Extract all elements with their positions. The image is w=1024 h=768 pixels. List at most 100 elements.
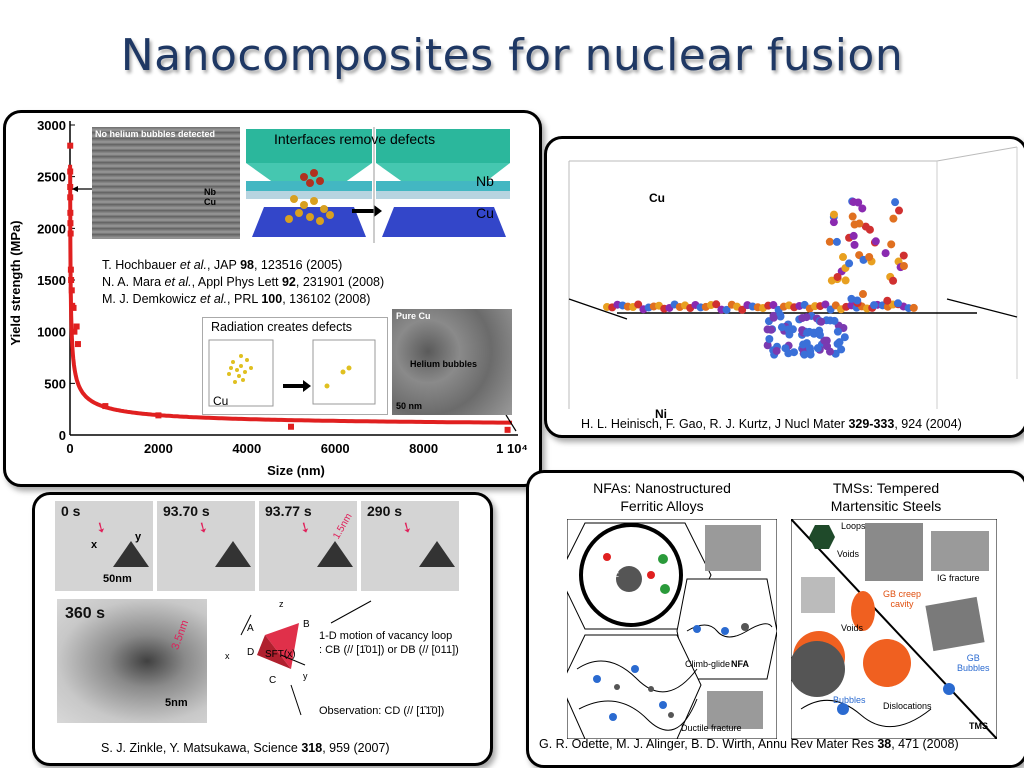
atom (825, 237, 834, 246)
data-point (73, 323, 80, 330)
atom (839, 253, 848, 262)
triangle-defect-icon (215, 541, 251, 567)
atom (800, 350, 809, 359)
frame-time-label: 290 s (367, 503, 403, 519)
motion-text: 1-D motion of vacancy loop : CB (// [1̄0… (319, 630, 459, 656)
atom (790, 348, 799, 357)
md-graphic (246, 127, 510, 243)
tetrahedron-diagram: A B C D z x y SFT(x) (225, 599, 372, 716)
y-axis-label: Yield strength (MPa) (8, 220, 23, 345)
frame-time-label: 93.70 s (163, 503, 210, 519)
pure-cu-tem-image: Pure Cu Helium bubbles 50 nm (392, 309, 512, 415)
vertex-c-label: C (269, 675, 276, 686)
frame-large-label: 360 s (65, 605, 106, 622)
purecu-arrow (505, 414, 517, 432)
tem-frame: 290 s➘ (361, 501, 459, 591)
data-point (288, 423, 294, 430)
pure-cu-label: Pure Cu (396, 311, 431, 321)
x-tick-label: 0 (66, 441, 73, 456)
atom (854, 198, 863, 207)
atom (803, 328, 812, 337)
data-point (71, 328, 78, 335)
atom (848, 212, 857, 221)
vertex-b-label: B (303, 619, 310, 630)
vertex-d-label: D (247, 647, 254, 658)
zinkle-citation: S. J. Zinkle, Y. Matsukawa, Science 318,… (101, 741, 390, 755)
atom (765, 335, 774, 344)
y-tick-label: 2500 (37, 170, 66, 185)
measure-large-label: 3.5nm (169, 618, 192, 652)
pointer-arrow-icon: ➘ (296, 517, 315, 537)
triangle-defect-icon (113, 541, 149, 567)
observation-text: Observation: CD (// [1̄1̄0]) (319, 705, 445, 717)
slide-title: Nanocomposites for nuclear fusion (120, 30, 904, 81)
atom (853, 296, 862, 305)
atom (821, 300, 830, 309)
dislocations-label: Dislocations (883, 701, 932, 711)
x-tick-label: 2000 (144, 441, 173, 456)
atom (870, 301, 879, 310)
radiation-cu-label: Cu (213, 394, 229, 408)
x-tick-label: 8000 (409, 441, 438, 456)
axis-y-label: y (303, 671, 308, 681)
frame-time-label: 93.77 s (265, 503, 312, 519)
atom (769, 313, 778, 322)
nfa-label: NFA (731, 659, 749, 669)
data-point (68, 277, 75, 283)
loops-label: Loops (841, 521, 866, 531)
md-cu-label: Cu (476, 205, 494, 221)
scale-large-label: 5nm (165, 697, 188, 709)
reference-list: T. Hochbauer et al., JAP 98, 123516 (200… (102, 257, 384, 308)
vertex-a-label: A (247, 623, 254, 634)
atom (899, 262, 908, 271)
frame-y-label: y (135, 531, 142, 543)
y-tick-label: 500 (44, 376, 66, 391)
atom (891, 198, 900, 207)
atom (832, 237, 841, 246)
atom (781, 344, 790, 353)
tem-image-multilayer: No helium bubbles detected Nb Cu (92, 127, 240, 239)
nf-label: NF (607, 571, 619, 581)
atom (909, 303, 918, 312)
atom-cluster (603, 197, 918, 359)
sft-label: SFT(x) (265, 649, 296, 660)
atom (712, 300, 721, 309)
voids-label-2: Voids (841, 623, 864, 633)
atom (776, 311, 785, 320)
atom (845, 259, 854, 268)
atom (833, 272, 842, 281)
atom (784, 325, 793, 334)
atom (883, 296, 892, 305)
inset-cu-label: Cu (204, 197, 216, 207)
x-tick-label: 6000 (321, 441, 350, 456)
pointer-arrow-icon: ➘ (194, 517, 213, 537)
atom (815, 326, 824, 335)
tms-diagram (791, 519, 997, 739)
atom (826, 316, 835, 325)
ductile-fracture-label: Ductile fracture (681, 723, 742, 733)
data-point (70, 304, 77, 311)
reference-line: M. J. Demkowicz et al., PRL 100, 136102 … (102, 292, 371, 306)
atom (895, 206, 904, 215)
frame-scale-label: 50nm (103, 573, 132, 585)
y-tick-label: 1500 (37, 273, 66, 288)
data-point (67, 209, 74, 216)
atom (849, 231, 858, 240)
triangle-defect-icon (419, 541, 455, 567)
data-point (67, 266, 74, 273)
atom (772, 346, 781, 355)
y-tick-label: 0 (59, 428, 66, 443)
data-point (67, 184, 74, 190)
atom (841, 276, 850, 285)
reference-line: T. Hochbauer et al., JAP 98, 123516 (200… (102, 258, 343, 272)
frame-x-label: x (91, 539, 98, 551)
inset-nb-label: Nb (204, 187, 216, 197)
x-tick-label: 4000 (232, 441, 261, 456)
atom (763, 341, 772, 350)
